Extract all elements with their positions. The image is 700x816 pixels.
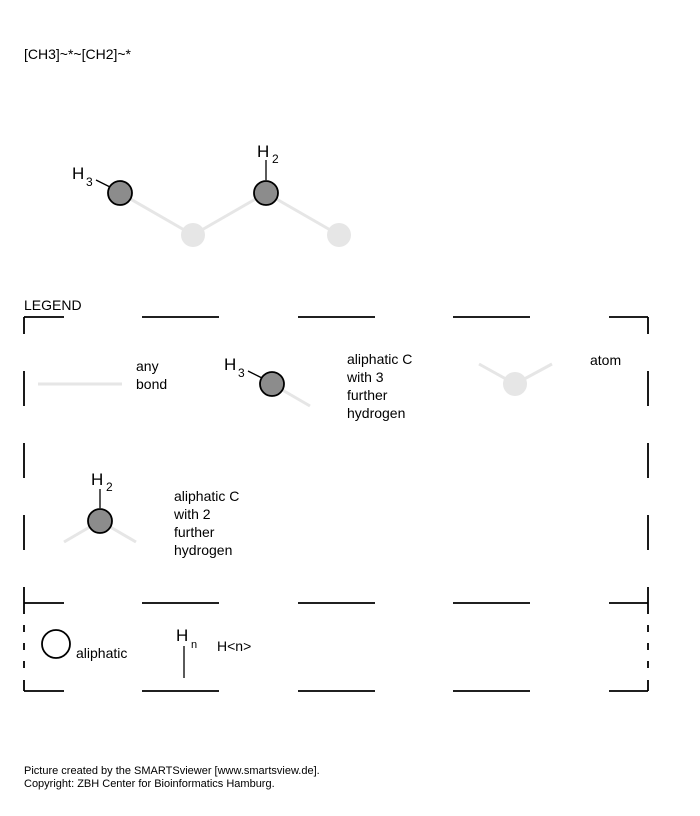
legend-ch2-text-4: hydrogen [174, 542, 232, 558]
legend-ch3-atom [259, 371, 285, 397]
legend-ch2-h-count: 2 [106, 480, 113, 494]
legend-ch3-h-label: H [224, 355, 236, 374]
legend-aliphatic-text: aliphatic [76, 645, 127, 661]
legend-ch3-text-2: with 3 [346, 369, 384, 385]
legend-ch3-h-count: 3 [238, 366, 245, 380]
legend-ch3-text-3: further [347, 387, 388, 403]
legend-ch2-text-3: further [174, 524, 215, 540]
legend-ch3-text-1: aliphatic C [347, 351, 412, 367]
legend-any-atom [503, 372, 527, 396]
legend-ch3-hydrogen-line [247, 370, 263, 379]
ch3-h-count: 3 [86, 175, 93, 189]
legend-ch2-h-label: H [91, 470, 103, 489]
legend-title: LEGEND [24, 297, 82, 313]
legend-hn: H n H<n> [176, 626, 251, 678]
ch3-atom [107, 180, 133, 206]
legend-aliphatic: aliphatic [41, 629, 127, 661]
legend-hn-h-count: n [191, 639, 197, 651]
legend-any-bond-text-2: bond [136, 376, 167, 392]
legend-atom: atom [478, 352, 621, 396]
bond-2 [192, 191, 267, 237]
legend-ch2: H 2 aliphatic C with 2 further hydrogen [63, 470, 239, 558]
legend-ch2-text-1: aliphatic C [174, 488, 239, 504]
legend-ch3: H 3 aliphatic C with 3 further hydrogen [224, 351, 412, 421]
legend-ch3-text-4: hydrogen [347, 405, 405, 421]
any-atom-1 [181, 223, 205, 247]
ch3-h-label: H [72, 164, 84, 183]
molecule: H 3 H 2 [72, 142, 351, 247]
smarts-string: [CH3]~*~[CH2]~* [24, 46, 132, 62]
ch2-atom [253, 180, 279, 206]
any-atom-2 [327, 223, 351, 247]
ch2-h-label: H [257, 142, 269, 161]
legend-any-bond-text-1: any [136, 358, 159, 374]
ch2-h-count: 2 [272, 152, 279, 166]
bond-3 [265, 191, 340, 237]
legend-hn-text: H<n> [217, 638, 251, 654]
footer-line-2: Copyright: ZBH Center for Bioinformatics… [24, 778, 275, 790]
bond-1 [119, 191, 194, 237]
ch3-hydrogen-line [95, 179, 111, 188]
legend-hn-h-label: H [176, 626, 188, 645]
footer-line-1: Picture created by the SMARTSviewer [www… [24, 765, 320, 777]
legend-ch2-text-2: with 2 [173, 506, 211, 522]
legend-atom-text: atom [590, 352, 621, 368]
legend-frame [23, 316, 649, 692]
legend-aliphatic-circle [41, 629, 71, 659]
legend-any-bond: any bond [38, 358, 167, 392]
legend-ch2-atom [87, 508, 113, 534]
